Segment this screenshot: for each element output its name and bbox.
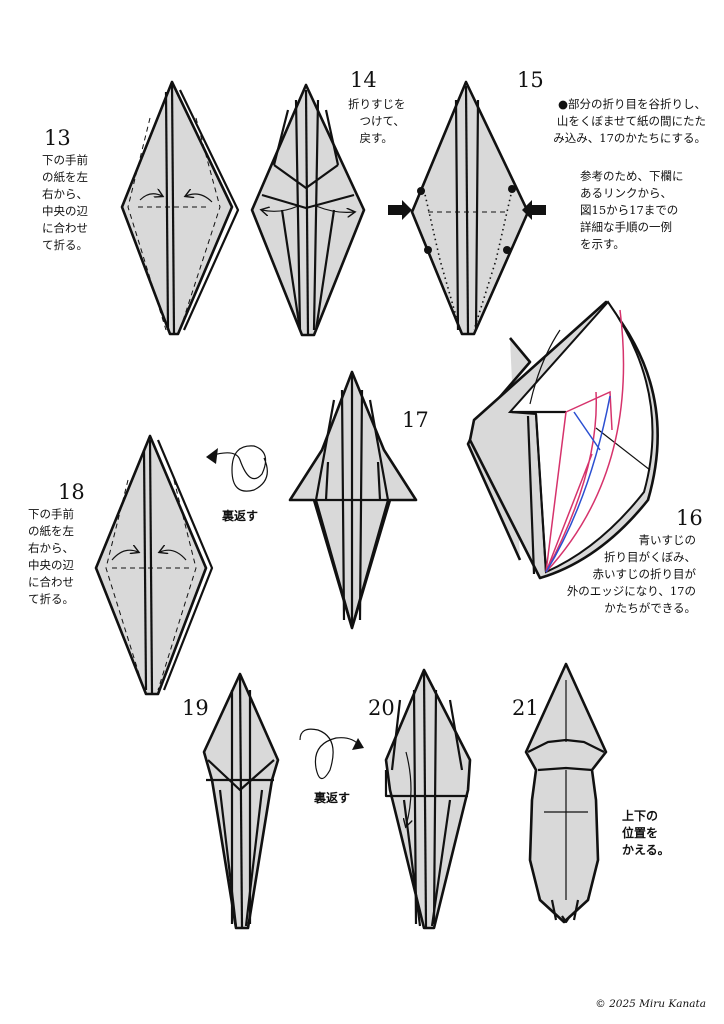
step-21-figure — [524, 662, 608, 924]
step-21-number: 21 — [512, 696, 539, 720]
step-17-figure — [288, 370, 418, 630]
step-14-text: 折りすじを つけて、 戻す。 — [348, 97, 406, 145]
step-20-figure — [384, 668, 472, 930]
step-13-text: 下の手前 の紙を左 右から、 中央の辺 に合わせ て折る。 — [42, 153, 88, 252]
step-13-figure — [120, 80, 240, 336]
step-13-number: 13 — [44, 126, 71, 150]
push-arrow-icon — [522, 200, 546, 220]
step-15-note: 参考のため、下欄に あるリンクから、 図15から17までの 詳細な手順の一例 を… — [580, 169, 684, 251]
step-15-text: ●部分の折り目を谷折りし、 山をくぼませて紙の間にたた み込み、17のかたちにす… — [553, 97, 706, 145]
step-16-text: 青いすじの 折り目がくぼみ、 赤いすじの折り目が 外のエッジになり、17の かた… — [566, 533, 696, 615]
fold-point-dot-icon — [417, 187, 425, 195]
step-14-number: 14 — [350, 68, 377, 92]
step-20-number: 20 — [368, 696, 395, 720]
step-16-number: 16 — [676, 506, 703, 530]
step-18-figure — [94, 434, 214, 696]
step-14-figure — [250, 83, 366, 337]
fold-point-dot-icon — [424, 246, 432, 254]
fold-point-dot-icon — [503, 246, 511, 254]
step-18-text: 下の手前 の紙を左 右から、 中央の辺 に合わせ て折る。 — [28, 507, 74, 606]
step-19-number: 19 — [182, 696, 209, 720]
turn-over-label-17: 裏返す — [222, 509, 259, 523]
step-17-number: 17 — [402, 408, 429, 432]
step-21-text: 上下の 位置を かえる。 — [622, 809, 670, 857]
step-18-number: 18 — [58, 480, 85, 504]
push-arrow-icon — [388, 200, 412, 220]
step-19-figure — [202, 672, 280, 930]
turn-over-label-20: 裏返す — [314, 791, 351, 805]
turn-over-icon — [299, 728, 364, 780]
step-15-figure — [388, 80, 546, 336]
step-16-figure — [466, 300, 659, 580]
turn-over-icon — [206, 445, 268, 492]
copyright: © 2025 Miru Kanata — [595, 998, 706, 1010]
fold-point-dot-icon — [508, 185, 516, 193]
step-15-number: 15 — [517, 68, 544, 92]
